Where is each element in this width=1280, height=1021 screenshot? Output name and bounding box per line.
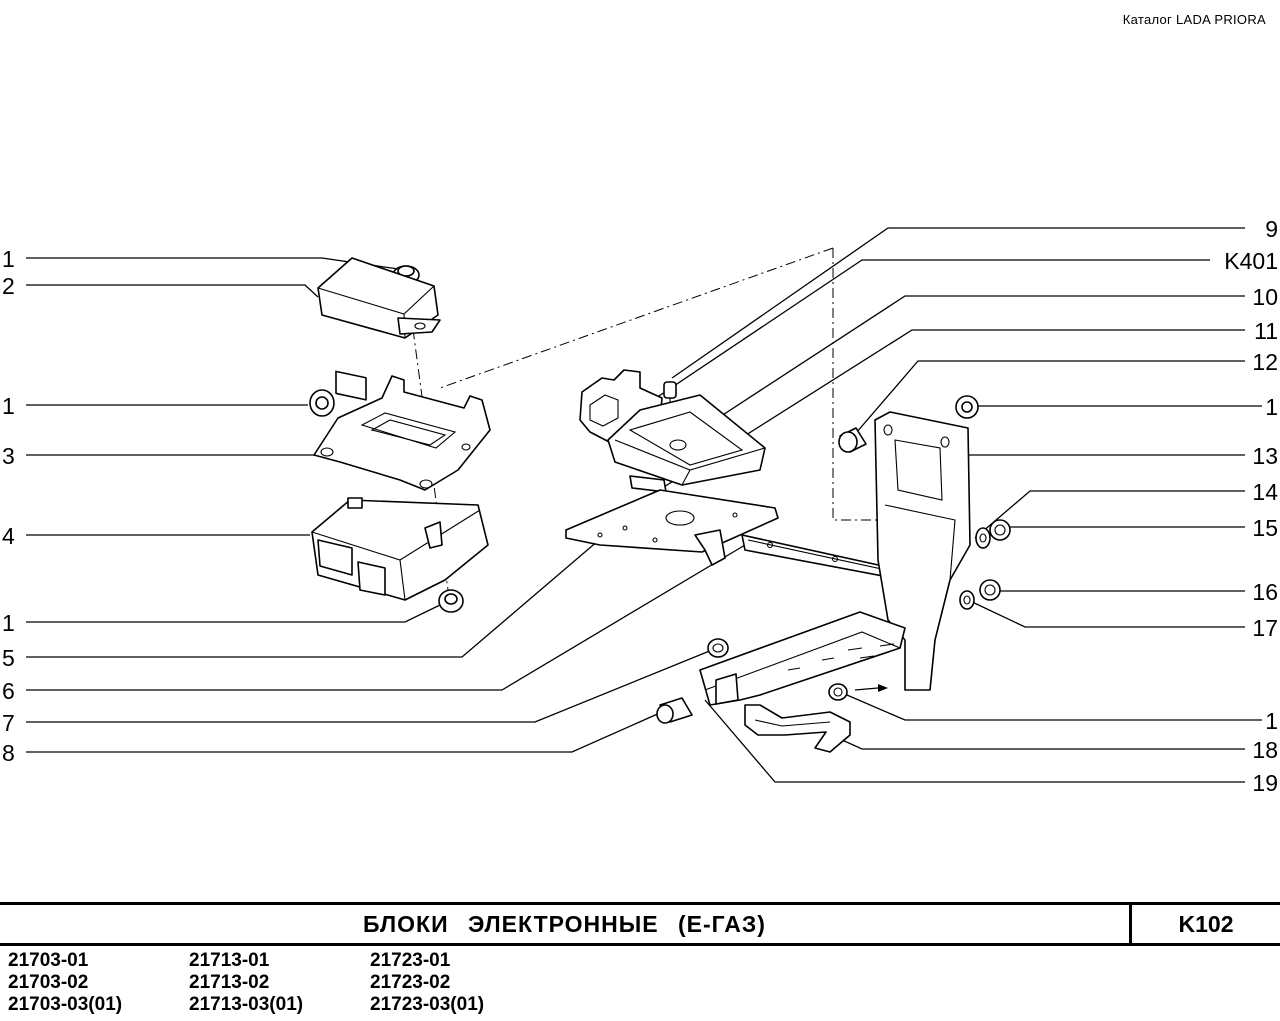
label-17: 17 xyxy=(1252,615,1278,641)
model-code: 21723-02 xyxy=(370,972,451,993)
nut-part-7 xyxy=(707,638,729,658)
lower-bracket-part-19 xyxy=(699,611,906,706)
title-block: БЛОКИ ЭЛЕКТРОННЫЕ (Е-ГАЗ) K102 xyxy=(0,902,1280,946)
label-1-e: 1 xyxy=(1265,708,1278,734)
catalog-header: Каталог LADA PRIORA xyxy=(1122,12,1266,27)
model-column-2: 21713-01 21713-02 21713-03(01) xyxy=(189,950,370,1016)
label-12: 12 xyxy=(1252,349,1278,375)
label-5: 5 xyxy=(2,645,15,671)
labels-right: 9 K401 10 11 12 1 13 14 15 16 17 1 18 19 xyxy=(1224,216,1278,796)
label-6: 6 xyxy=(2,678,15,704)
electronic-unit-part-2 xyxy=(317,257,441,401)
model-code: 21703-01 xyxy=(8,950,89,971)
model-code: 21703-02 xyxy=(8,972,89,993)
label-7: 7 xyxy=(2,710,15,736)
label-4: 4 xyxy=(2,523,15,549)
label-18: 18 xyxy=(1252,737,1278,763)
label-2: 2 xyxy=(2,273,15,299)
label-3: 3 xyxy=(2,443,15,469)
arrow-indicator xyxy=(854,684,888,692)
sleeve-part-12 xyxy=(838,427,867,453)
washer-part-14 xyxy=(975,527,991,549)
label-1-d: 1 xyxy=(1265,394,1278,420)
main-bracket-part-13 xyxy=(874,411,971,691)
label-19: 19 xyxy=(1252,770,1278,796)
model-code: 21703-03(01) xyxy=(8,994,123,1015)
label-13: 13 xyxy=(1252,443,1278,469)
parts-diagram: 1 2 1 3 4 1 5 6 7 8 9 K401 10 11 12 1 13… xyxy=(2,216,1278,796)
bracket-part-3 xyxy=(313,375,491,491)
nut-part-15 xyxy=(989,519,1011,541)
page-code: K102 xyxy=(1178,910,1234,937)
leaders-left xyxy=(26,257,746,753)
electronic-unit-part-4 xyxy=(311,497,489,601)
label-15: 15 xyxy=(1252,515,1278,541)
nut-part-1-right xyxy=(955,395,979,419)
label-9: 9 xyxy=(1265,216,1278,242)
label-16: 16 xyxy=(1252,579,1278,605)
centerline-right xyxy=(832,248,878,521)
labels-left: 1 2 1 3 4 1 5 6 7 8 xyxy=(2,246,15,766)
model-code: 21713-02 xyxy=(189,972,270,993)
model-list: 21703-01 21703-02 21703-03(01) 21713-01 … xyxy=(8,950,551,1016)
label-8: 8 xyxy=(2,740,15,766)
nut-part-1-low xyxy=(438,589,464,613)
strap-part-18 xyxy=(744,704,851,753)
label-14: 14 xyxy=(1252,479,1278,505)
ecu-part-k401 xyxy=(579,369,766,493)
model-column-3: 21723-01 21723-02 21723-03(01) xyxy=(370,950,551,1016)
leaders-right xyxy=(579,227,1262,783)
label-1-a: 1 xyxy=(2,246,15,272)
sleeve-part-8 xyxy=(656,697,693,724)
page-title: БЛОКИ ЭЛЕКТРОННЫЕ (Е-ГАЗ) xyxy=(0,905,1132,943)
label-1-c: 1 xyxy=(2,610,15,636)
nut-part-1-bottom xyxy=(828,683,848,701)
label-10: 10 xyxy=(1252,284,1278,310)
label-1-b: 1 xyxy=(2,393,15,419)
plate-part-11 xyxy=(565,489,779,566)
washer-part-17 xyxy=(959,590,975,610)
model-code: 21713-01 xyxy=(189,950,270,971)
model-code: 21723-01 xyxy=(370,950,451,971)
model-column-1: 21703-01 21703-02 21703-03(01) xyxy=(8,950,189,1016)
nut-part-16 xyxy=(979,579,1001,601)
centerline-diagonal xyxy=(439,247,834,389)
model-code: 21713-03(01) xyxy=(189,994,304,1015)
label-k401: K401 xyxy=(1224,248,1278,274)
nut-part-1-mid xyxy=(309,389,335,417)
label-11: 11 xyxy=(1254,318,1278,344)
model-code: 21723-03(01) xyxy=(370,994,485,1015)
